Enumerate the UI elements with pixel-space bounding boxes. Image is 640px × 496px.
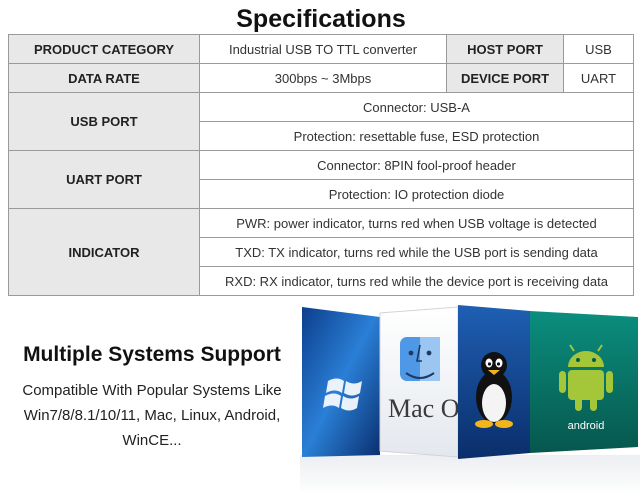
spec-row-usb-port: USB PORT Connector: USB-A — [8, 92, 634, 151]
spec-label-uart-port: UART PORT — [8, 150, 200, 209]
spec-row-uart-protection: Protection: IO protection diode — [9, 179, 634, 209]
spec-row-uart-port: UART PORT Connector: 8PIN fool-proof hea… — [8, 150, 634, 209]
systems-line-1: Compatible With Popular Systems Like — [22, 382, 282, 399]
spec-value-pwr-indicator: PWR: power indicator, turns red when USB… — [199, 208, 634, 238]
spec-value-txd-indicator: TXD: TX indicator, turns red while the U… — [199, 237, 634, 267]
spec-label-product-category: PRODUCT CATEGORY — [8, 34, 200, 64]
spec-value-usb-connector: Connector: USB-A — [199, 92, 634, 122]
spec-value-data-rate: 300bps ~ 3Mbps — [199, 63, 447, 93]
spec-row-data-rate: DATA RATE 300bps ~ 3Mbps DEVICE PORT UAR… — [8, 63, 634, 93]
linux-panel — [458, 305, 530, 459]
mac-os-face-icon — [400, 337, 440, 381]
spec-label-data-rate: DATA RATE — [8, 63, 200, 93]
spec-value-device-port: UART — [563, 63, 634, 93]
spec-row-rxd: RXD: RX indicator, turns red while the d… — [9, 266, 634, 296]
windows-logo-icon — [323, 378, 362, 411]
mac-panel: Mac O — [379, 306, 459, 458]
spec-value-product-category: Industrial USB TO TTL converter — [199, 34, 447, 64]
android-panel: android — [530, 311, 638, 453]
spec-row-indicator: INDICATOR PWR: power indicator, turns re… — [8, 208, 634, 296]
spec-table: PRODUCT CATEGORY Industrial USB TO TTL c… — [8, 34, 634, 296]
panels-reflection — [300, 455, 640, 495]
os-panels: Mac O — [300, 305, 640, 496]
systems-line-2: Win7/8/8.1/10/11, Mac, Linux, Android, — [23, 407, 281, 424]
systems-line-3: WinCE... — [122, 432, 182, 449]
spec-value-host-port: USB — [563, 34, 634, 64]
spec-label-device-port: DEVICE PORT — [446, 63, 564, 93]
spec-row-usb-protection: Protection: resettable fuse, ESD protect… — [9, 121, 634, 151]
spec-row-product-category: PRODUCT CATEGORY Industrial USB TO TTL c… — [8, 34, 634, 64]
spec-label-usb-port: USB PORT — [8, 92, 200, 151]
spec-value-uart-connector: Connector: 8PIN fool-proof header — [199, 150, 634, 180]
spec-value-usb-protection: Protection: resettable fuse, ESD protect… — [199, 121, 634, 151]
spec-value-uart-protection: Protection: IO protection diode — [199, 179, 634, 209]
spec-label-indicator: INDICATOR — [8, 208, 200, 296]
linux-tux-icon — [475, 352, 513, 428]
mac-os-label: Mac O — [388, 394, 459, 423]
systems-description: Compatible With Popular Systems Like Win… — [4, 378, 300, 453]
windows-panel — [302, 307, 380, 457]
systems-title: Multiple Systems Support — [23, 343, 281, 366]
android-robot-icon — [559, 344, 613, 411]
spec-value-rxd-indicator: RXD: RX indicator, turns red while the d… — [199, 266, 634, 296]
spec-label-host-port: HOST PORT — [446, 34, 564, 64]
android-label: android — [568, 420, 605, 432]
spec-title: Specifications — [236, 5, 406, 33]
